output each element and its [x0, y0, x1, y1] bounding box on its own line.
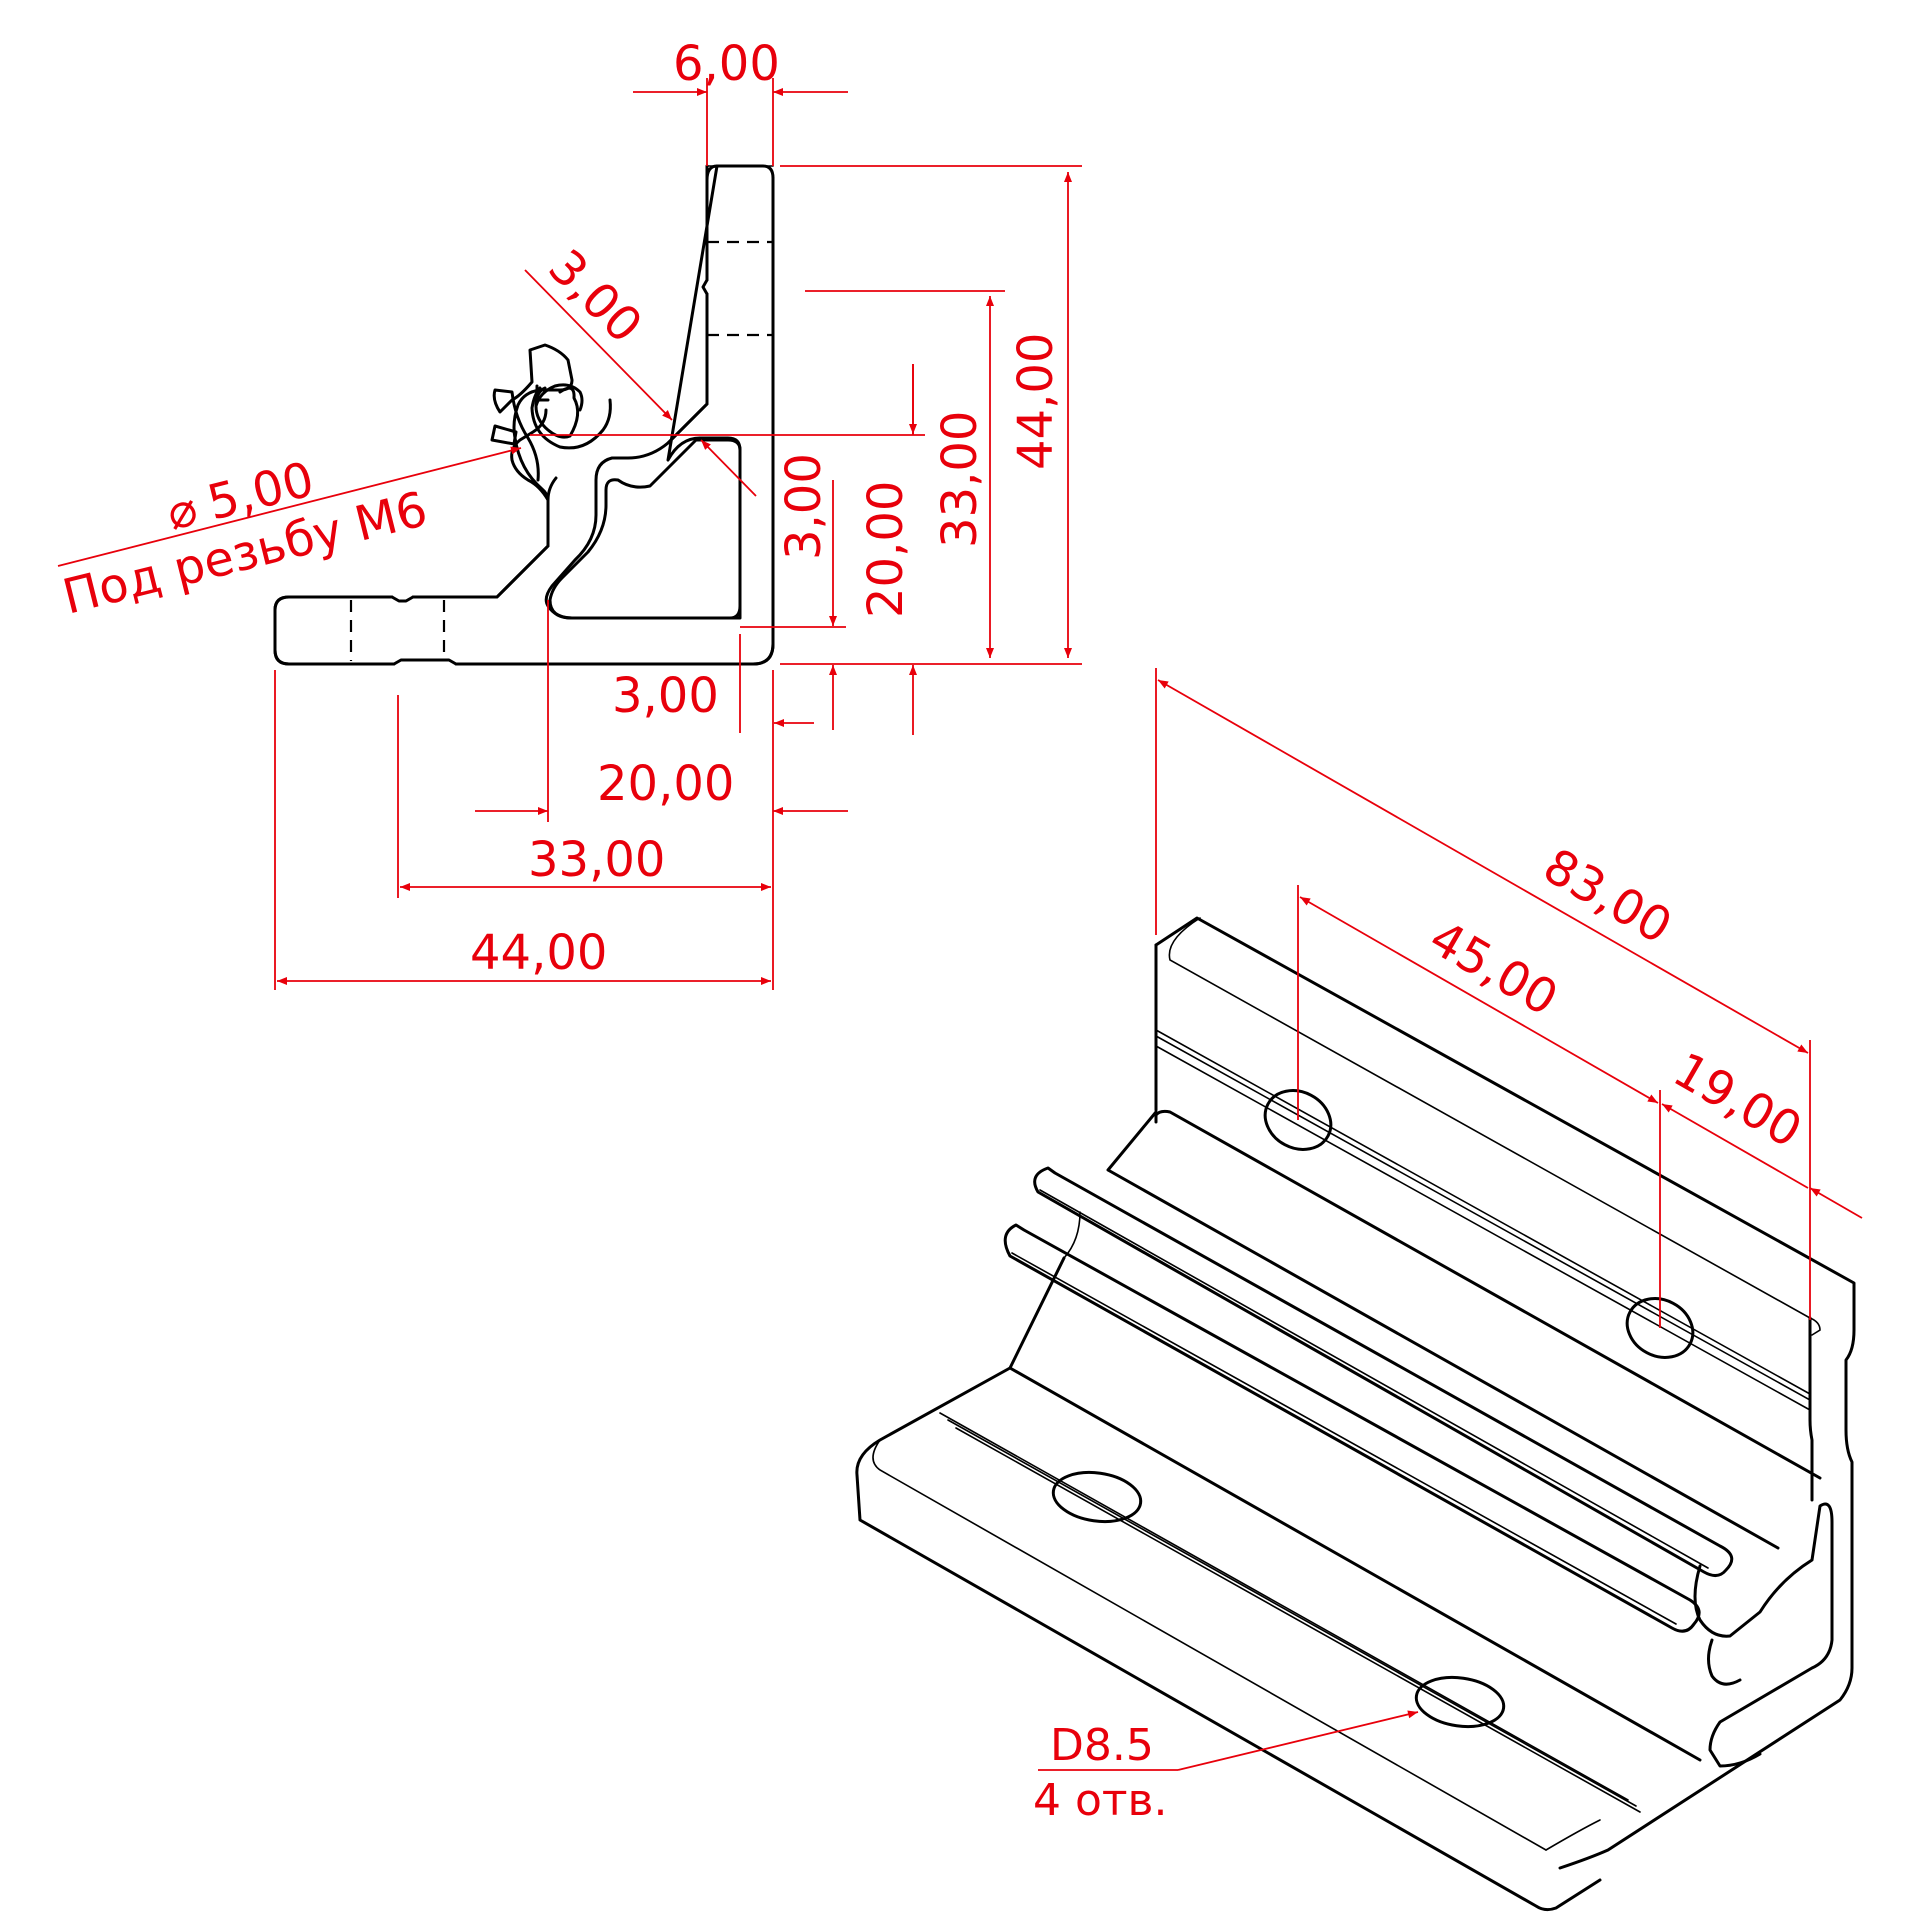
iso-wall-groove [1154, 1109, 1822, 1480]
dim-height-20: 20,00 [858, 481, 914, 618]
profile-inner-cavity [548, 438, 742, 620]
iso-hole-base-2 [1414, 1675, 1506, 1729]
dim-width-20: 20,00 [597, 756, 734, 812]
iso-wall-line-2 [1155, 1035, 1811, 1401]
hole-note-count: 4 отв. [1033, 1775, 1167, 1826]
iso-vertical-wall [1154, 916, 1856, 1870]
section-dimensions: 6,00 44,00 33,00 20,00 3,00 3,00 20,00 [57, 36, 1082, 990]
iso-rail-upper-line [1039, 1189, 1709, 1569]
profile-body [273, 164, 775, 666]
iso-base-end [1545, 1819, 1601, 1851]
iso-wall-line-1 [1155, 1029, 1811, 1395]
dim-hole-spacing: 45,00 [1420, 910, 1567, 1027]
iso-dimensions: 83,00 45,00 19,00 D8.5 4 отв. [1033, 668, 1863, 1826]
iso-rail-curl [1063, 1211, 1081, 1259]
iso-base-groove-3 [955, 1427, 1641, 1813]
hole-note-diameter: D8.5 [1050, 1720, 1154, 1771]
iso-slant-face [1106, 1110, 1780, 1550]
iso-rail-upper [1033, 1166, 1734, 1577]
iso-hole-wall-2 [1625, 1297, 1695, 1359]
iso-base-groove-1 [939, 1412, 1629, 1801]
iso-wall-end [1808, 1316, 1814, 1502]
iso-base-top-line [872, 1439, 1547, 1851]
dim-groove-offset: 3,00 [538, 239, 653, 354]
profile-hook-slot [510, 408, 550, 502]
dim-wall-thickness: 6,00 [673, 36, 780, 92]
profile-section-view [273, 164, 775, 666]
profile-outline [544, 164, 742, 620]
iso-hole-base-1 [1051, 1470, 1143, 1524]
profile-hole-ring [530, 386, 612, 450]
dim-height-33: 33,00 [932, 411, 988, 548]
iso-base-groove-2 [947, 1419, 1637, 1807]
profile-main-outline [273, 164, 775, 666]
dim-edge-offset: 19,00 [1664, 1042, 1811, 1159]
iso-wall-line-3 [1155, 1045, 1811, 1411]
dim-overall-height: 44,00 [1008, 333, 1064, 470]
dim-overall-width: 44,00 [470, 925, 607, 981]
iso-end-hook [1693, 1502, 1834, 1768]
profile-hook-top [534, 383, 584, 412]
iso-rail-lower-line [1011, 1252, 1677, 1625]
dim-inner-fillet-v: 3,00 [776, 453, 832, 560]
hole-diameter-symbol: ⌀ [161, 480, 203, 541]
dim-inner-fillet-h: 3,00 [612, 668, 719, 724]
iso-base-plate [855, 1366, 1602, 1912]
profile-hook-lip [490, 384, 550, 446]
iso-end-slot [1707, 1638, 1742, 1686]
dim-width-33: 33,00 [528, 832, 665, 888]
iso-rail-lower [1003, 1223, 1701, 1633]
